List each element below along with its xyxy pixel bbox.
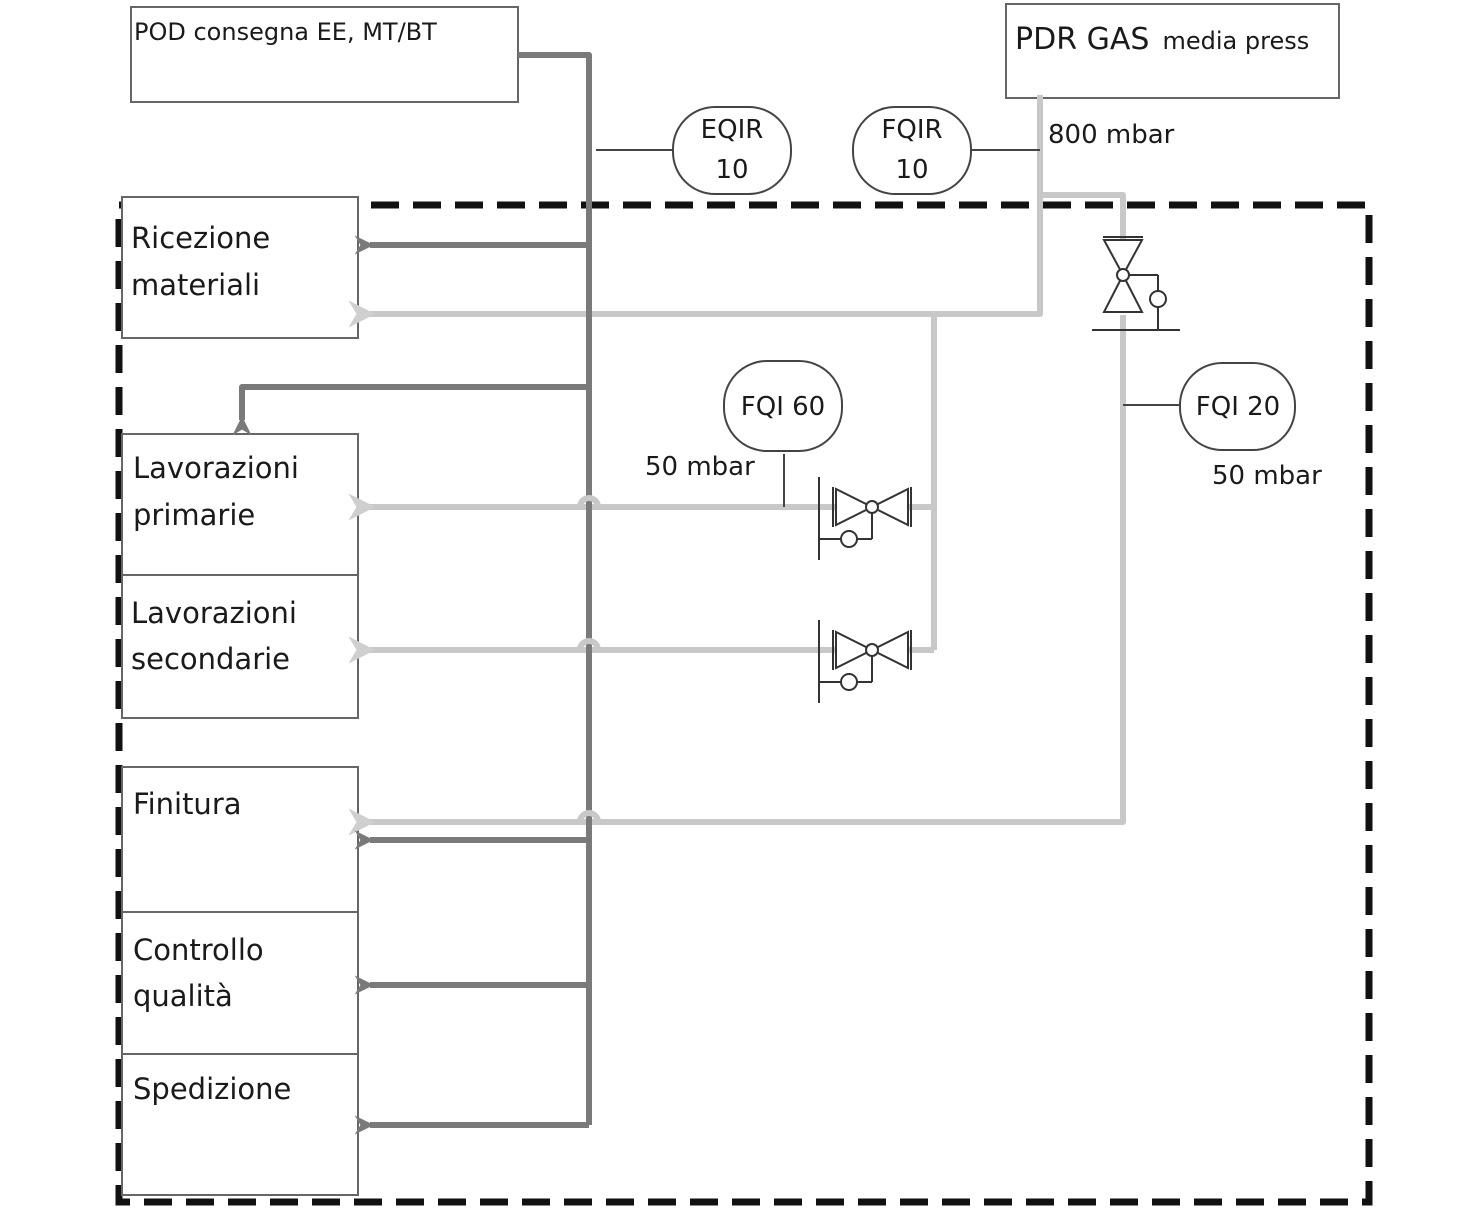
dept-label-2a: Lavorazioni [133, 451, 299, 485]
gas-source-box: PDR GAS media press [1005, 3, 1340, 99]
eqir-meter-tag: EQIR [701, 115, 764, 145]
meter-leads [596, 149, 1180, 507]
electric-network [232, 52, 592, 1135]
fqi60-meter-tag: FQI 60 [741, 392, 825, 422]
gas-line-finitura [348, 315, 1126, 836]
dept-label-6a: Spedizione [133, 1072, 291, 1106]
crossover-secondarie [577, 638, 601, 651]
fqir-meter: FQIR 10 [852, 106, 972, 195]
eqir-meter-number: 10 [715, 155, 748, 185]
line-crossovers [577, 495, 601, 823]
gas-source-label: PDR GAS media press [1015, 22, 1309, 57]
department-box-ricezione [121, 196, 359, 339]
gas-source-sub: media press [1162, 27, 1309, 55]
dept-label-3b: secondarie [131, 642, 290, 676]
department-labels: Ricezione materiali Lavorazioni primarie… [131, 221, 299, 1106]
department-boxes [121, 196, 359, 1196]
crossover-primarie [577, 495, 601, 508]
fqir-meter-number: 10 [895, 155, 928, 185]
dept-label-2b: primarie [133, 498, 255, 532]
electricity-source-box: POD consegna EE, MT/BT [130, 6, 519, 103]
branch-right-pressure-label: 50 mbar [1212, 461, 1322, 491]
branch-left-pressure-label: 50 mbar [645, 452, 755, 482]
electric-main-feed [518, 52, 592, 1125]
department-box-finitura [121, 766, 359, 913]
supply-pressure-label: 800 mbar [1048, 120, 1175, 150]
dept-label-1b: materiali [131, 268, 260, 302]
eqir-meter: EQIR 10 [672, 106, 792, 195]
electric-line-primarie [232, 384, 589, 436]
regulator-valve-main [1092, 236, 1180, 331]
dept-label-1a: Ricezione [131, 221, 270, 255]
fqi20-meter: FQI 20 [1179, 362, 1296, 451]
regulator-valve-primarie [818, 477, 912, 560]
dept-label-5a: Controllo [133, 933, 264, 967]
fqi60-meter: FQI 60 [723, 360, 843, 452]
gas-line-ricezione [348, 95, 1043, 328]
department-box-spedizione [121, 1053, 359, 1196]
electricity-source-label: POD consegna EE, MT/BT [134, 18, 437, 46]
fqir-meter-tag: FQIR [881, 115, 942, 145]
dept-label-5b: qualità [133, 979, 233, 1013]
regulator-valve-secondarie [818, 620, 912, 703]
crossover-finitura [577, 810, 601, 823]
fqi20-meter-tag: FQI 20 [1196, 392, 1280, 422]
plant-boundary [115, 201, 1373, 1206]
gas-source-main: PDR GAS [1015, 22, 1149, 57]
dept-label-4a: Finitura [133, 787, 242, 821]
gas-line-to-valve [1040, 192, 1126, 240]
dept-label-3a: Lavorazioni [131, 596, 297, 630]
